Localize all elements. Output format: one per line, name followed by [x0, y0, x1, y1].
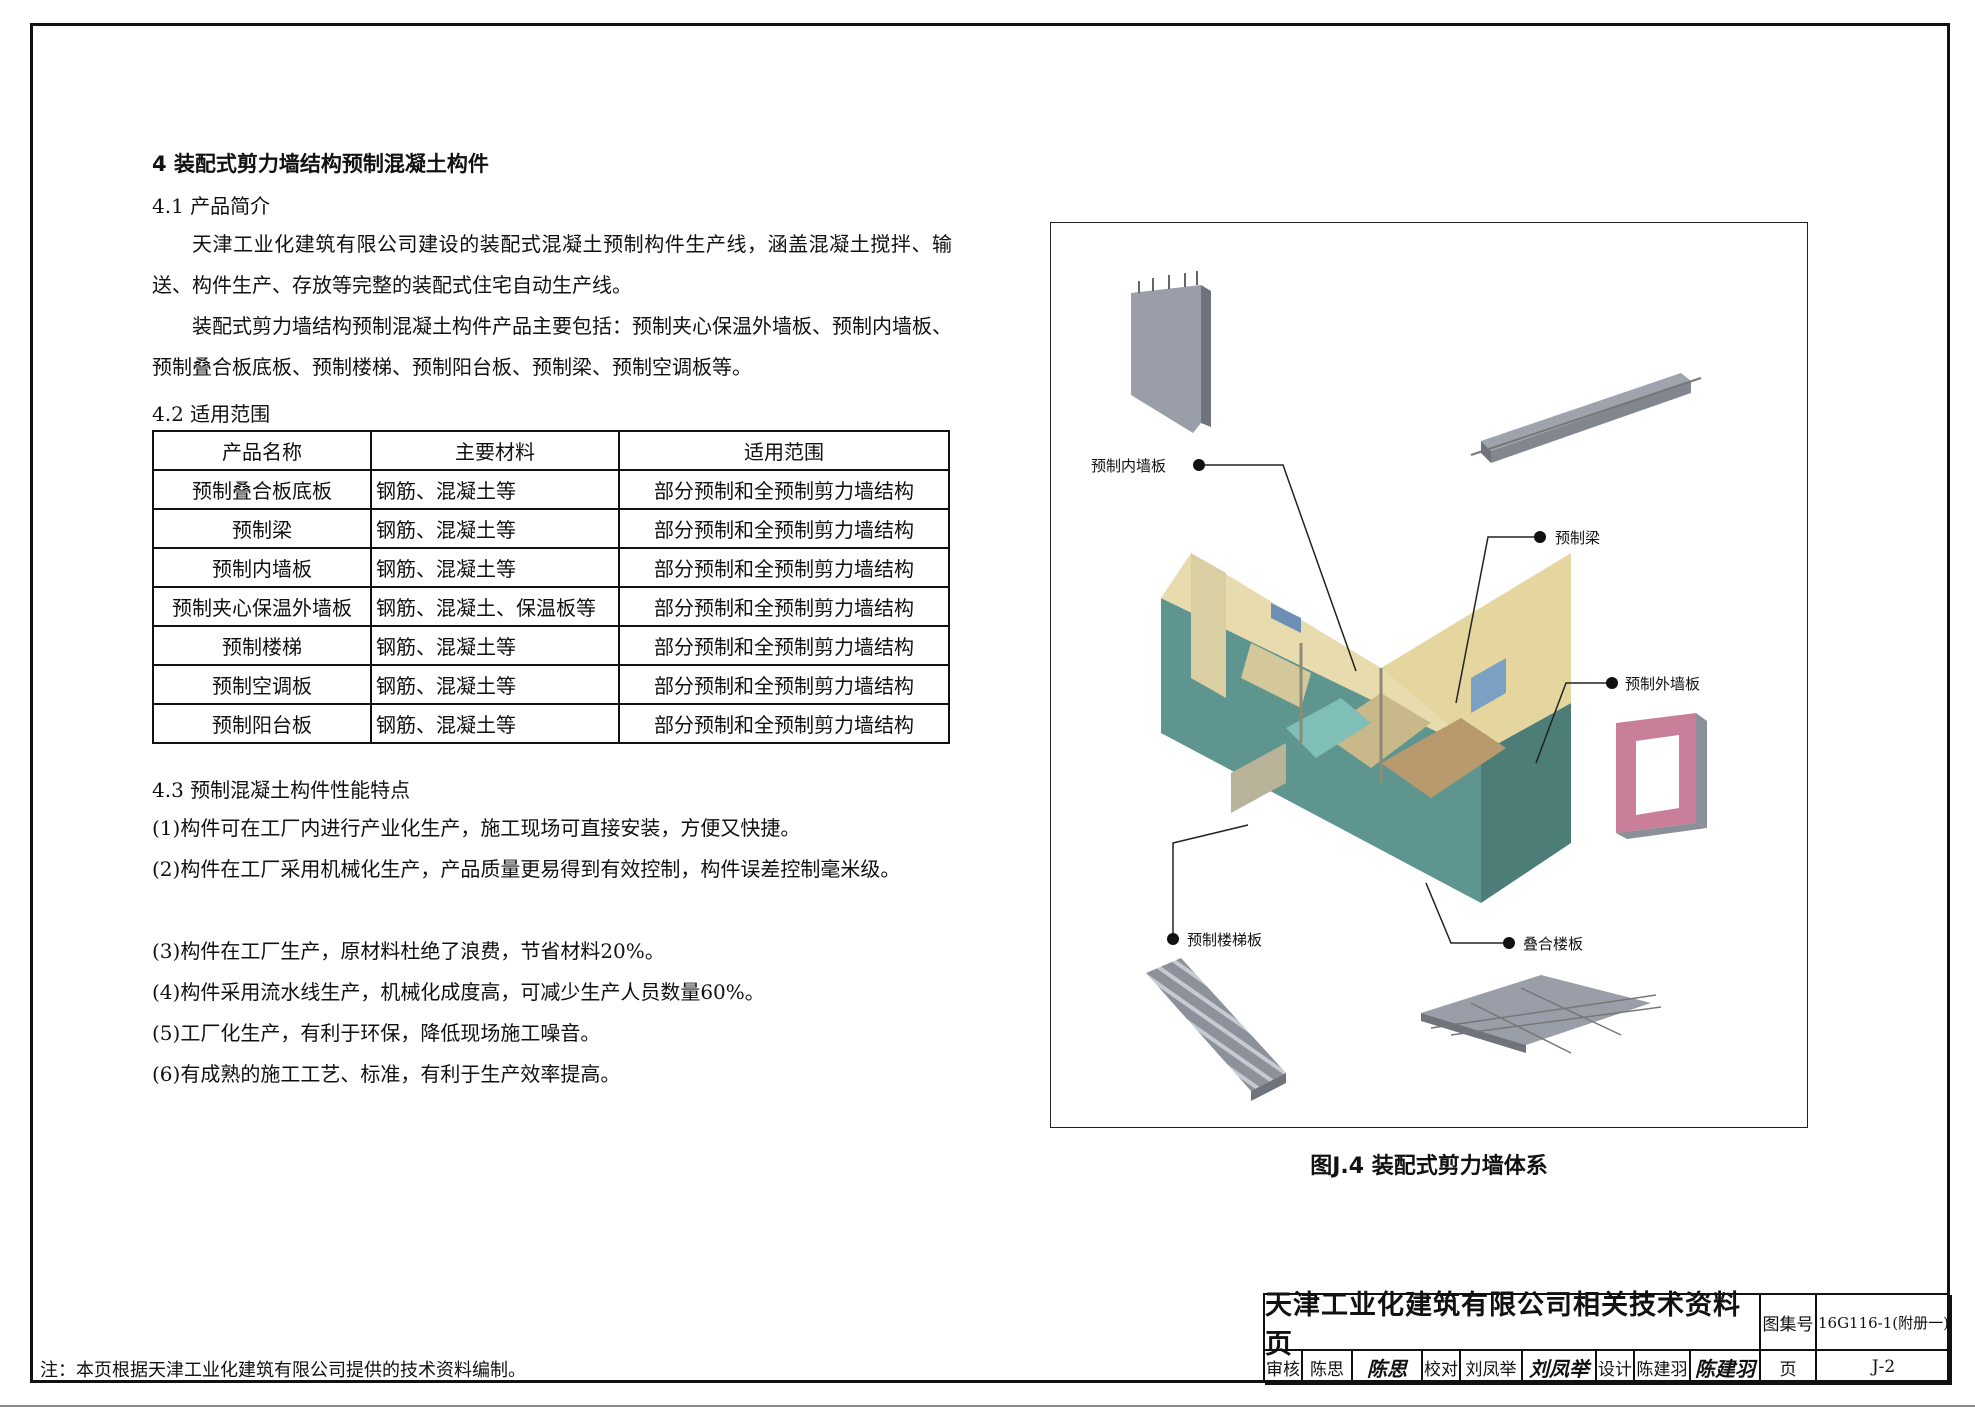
product-name-cell: 预制叠合板底板: [152, 469, 372, 510]
material-cell: 钢筋、混凝土等: [370, 664, 620, 705]
title-block: 天津工业化建筑有限公司相关技术资料页 图集号 16G116-1(附册一) 审核 …: [1263, 1290, 1952, 1385]
review-name: 陈思: [1303, 1351, 1353, 1385]
bullet-icon: [1193, 459, 1205, 471]
scope-cell: 部分预制和全预制剪力墙结构: [618, 508, 950, 549]
footnote: 注：本页根据天津工业化建筑有限公司提供的技术资料编制。: [40, 1360, 526, 1381]
shear-wall-system-figure: 预制内墙板 预制梁 预制外墙板 预制楼梯板 叠合楼板: [1050, 222, 1808, 1128]
label-stair: 预制楼梯板: [1187, 931, 1262, 949]
material-cell: 钢筋、混凝土、保温板等: [370, 586, 620, 627]
material-cell: 钢筋、混凝土等: [370, 625, 620, 666]
feature-item-3: (3)构件在工厂生产，原材料杜绝了浪费，节省材料20%。: [152, 939, 665, 963]
figure-illustration: 预制内墙板 预制梁 预制外墙板 预制楼梯板 叠合楼板: [1091, 271, 1707, 1101]
house-section-graphic: [1161, 553, 1571, 903]
table-row: 预制夹心保温外墙板 钢筋、混凝土、保温板等 部分预制和全预制剪力墙结构: [152, 586, 950, 627]
table-header: 适用范围: [618, 430, 950, 471]
design-signature: 陈建羽: [1691, 1351, 1761, 1385]
check-name: 刘凤举: [1461, 1351, 1523, 1385]
design-name: 陈建羽: [1635, 1351, 1691, 1385]
page-bottom-rule: [0, 1405, 1975, 1407]
bullet-icon: [1606, 677, 1618, 689]
table-header: 主要材料: [370, 430, 620, 471]
subsection-4-3-title: 4.3 预制混凝土构件性能特点: [152, 778, 411, 802]
label-slab: 叠合楼板: [1523, 935, 1583, 953]
table-header: 产品名称: [152, 430, 372, 471]
scope-cell: 部分预制和全预制剪力墙结构: [618, 625, 950, 666]
intro-paragraph-1: 天津工业化建筑有限公司建设的装配式混凝土预制构件生产线，涵盖混凝土搅拌、输送、构…: [152, 232, 952, 297]
inner-wall-panel-graphic: [1131, 271, 1211, 433]
title-block-main-title: 天津工业化建筑有限公司相关技术资料页: [1265, 1290, 1761, 1360]
check-label: 校对: [1423, 1351, 1461, 1385]
stair-graphic: [1146, 958, 1286, 1101]
scope-cell: 部分预制和全预制剪力墙结构: [618, 547, 950, 588]
review-label: 审核: [1265, 1351, 1303, 1385]
table-row: 预制内墙板 钢筋、混凝土等 部分预制和全预制剪力墙结构: [152, 547, 950, 588]
label-outer-wall: 预制外墙板: [1625, 675, 1700, 693]
check-signature: 刘凤举: [1523, 1351, 1597, 1385]
bullet-icon: [1167, 933, 1179, 945]
feature-item-1: (1)构件可在工厂内进行产业化生产，施工现场可直接安装，方便又快捷。: [152, 816, 801, 840]
material-cell: 钢筋、混凝土等: [370, 469, 620, 510]
page-label: 页: [1761, 1351, 1817, 1385]
figure-caption: 图J.4 装配式剪力墙体系: [1310, 1154, 1548, 1179]
feature-item-5: (5)工厂化生产，有利于环保，降低现场施工噪音。: [152, 1021, 601, 1045]
section-title: 4 装配式剪力墙结构预制混凝土构件: [152, 152, 489, 176]
design-label: 设计: [1597, 1351, 1635, 1385]
product-name-cell: 预制空调板: [152, 664, 372, 705]
scope-cell: 部分预制和全预制剪力墙结构: [618, 664, 950, 705]
material-cell: 钢筋、混凝土等: [370, 547, 620, 588]
scope-cell: 部分预制和全预制剪力墙结构: [618, 469, 950, 510]
scope-cell: 部分预制和全预制剪力墙结构: [618, 586, 950, 627]
label-beam: 预制梁: [1555, 529, 1600, 547]
feature-item-6: (6)有成熟的施工工艺、标准，有利于生产效率提高。: [152, 1062, 621, 1086]
intro-paragraph-2: 装配式剪力墙结构预制混凝土构件产品主要包括：预制夹心保温外墙板、预制内墙板、预制…: [152, 314, 952, 379]
drawing-frame: [30, 23, 1950, 1383]
review-signature: 陈思: [1353, 1351, 1423, 1385]
table-row: 预制空调板 钢筋、混凝土等 部分预制和全预制剪力墙结构: [152, 664, 950, 705]
outer-wall-panel-graphic: [1616, 713, 1707, 839]
material-cell: 钢筋、混凝土等: [370, 703, 620, 744]
product-name-cell: 预制楼梯: [152, 625, 372, 666]
bullet-icon: [1503, 937, 1515, 949]
scope-table: 产品名称 主要材料 适用范围 预制叠合板底板 钢筋、混凝土等 部分预制和全预制剪…: [152, 430, 950, 744]
composite-slab-graphic: [1421, 975, 1662, 1054]
table-row: 预制阳台板 钢筋、混凝土等 部分预制和全预制剪力墙结构: [152, 703, 950, 744]
table-row: 预制梁 钢筋、混凝土等 部分预制和全预制剪力墙结构: [152, 508, 950, 549]
subsection-4-2-title: 4.2 适用范围: [152, 402, 271, 426]
table-row: 预制楼梯 钢筋、混凝土等 部分预制和全预制剪力墙结构: [152, 625, 950, 666]
table-row: 预制叠合板底板 钢筋、混凝土等 部分预制和全预制剪力墙结构: [152, 469, 950, 510]
bullet-icon: [1534, 531, 1546, 543]
product-name-cell: 预制内墙板: [152, 547, 372, 588]
feature-item-2: (2)构件在工厂采用机械化生产，产品质量更易得到有效控制，构件误差控制毫米级。: [152, 857, 901, 881]
product-name-cell: 预制阳台板: [152, 703, 372, 744]
atlas-number-value: 16G116-1(附册一): [1817, 1295, 1952, 1351]
product-name-cell: 预制夹心保温外墙板: [152, 586, 372, 627]
label-inner-wall: 预制内墙板: [1091, 457, 1166, 475]
label-leaders: [1172, 464, 1607, 944]
atlas-number-label: 图集号: [1761, 1295, 1817, 1351]
scope-cell: 部分预制和全预制剪力墙结构: [618, 703, 950, 744]
material-cell: 钢筋、混凝土等: [370, 508, 620, 549]
beam-graphic: [1470, 373, 1702, 463]
page-number: J-2: [1817, 1351, 1952, 1385]
table-header-row: 产品名称 主要材料 适用范围: [152, 430, 950, 471]
feature-item-4: (4)构件采用流水线生产，机械化成度高，可减少生产人员数量60%。: [152, 980, 765, 1004]
product-name-cell: 预制梁: [152, 508, 372, 549]
subsection-4-1-title: 4.1 产品简介: [152, 194, 271, 218]
